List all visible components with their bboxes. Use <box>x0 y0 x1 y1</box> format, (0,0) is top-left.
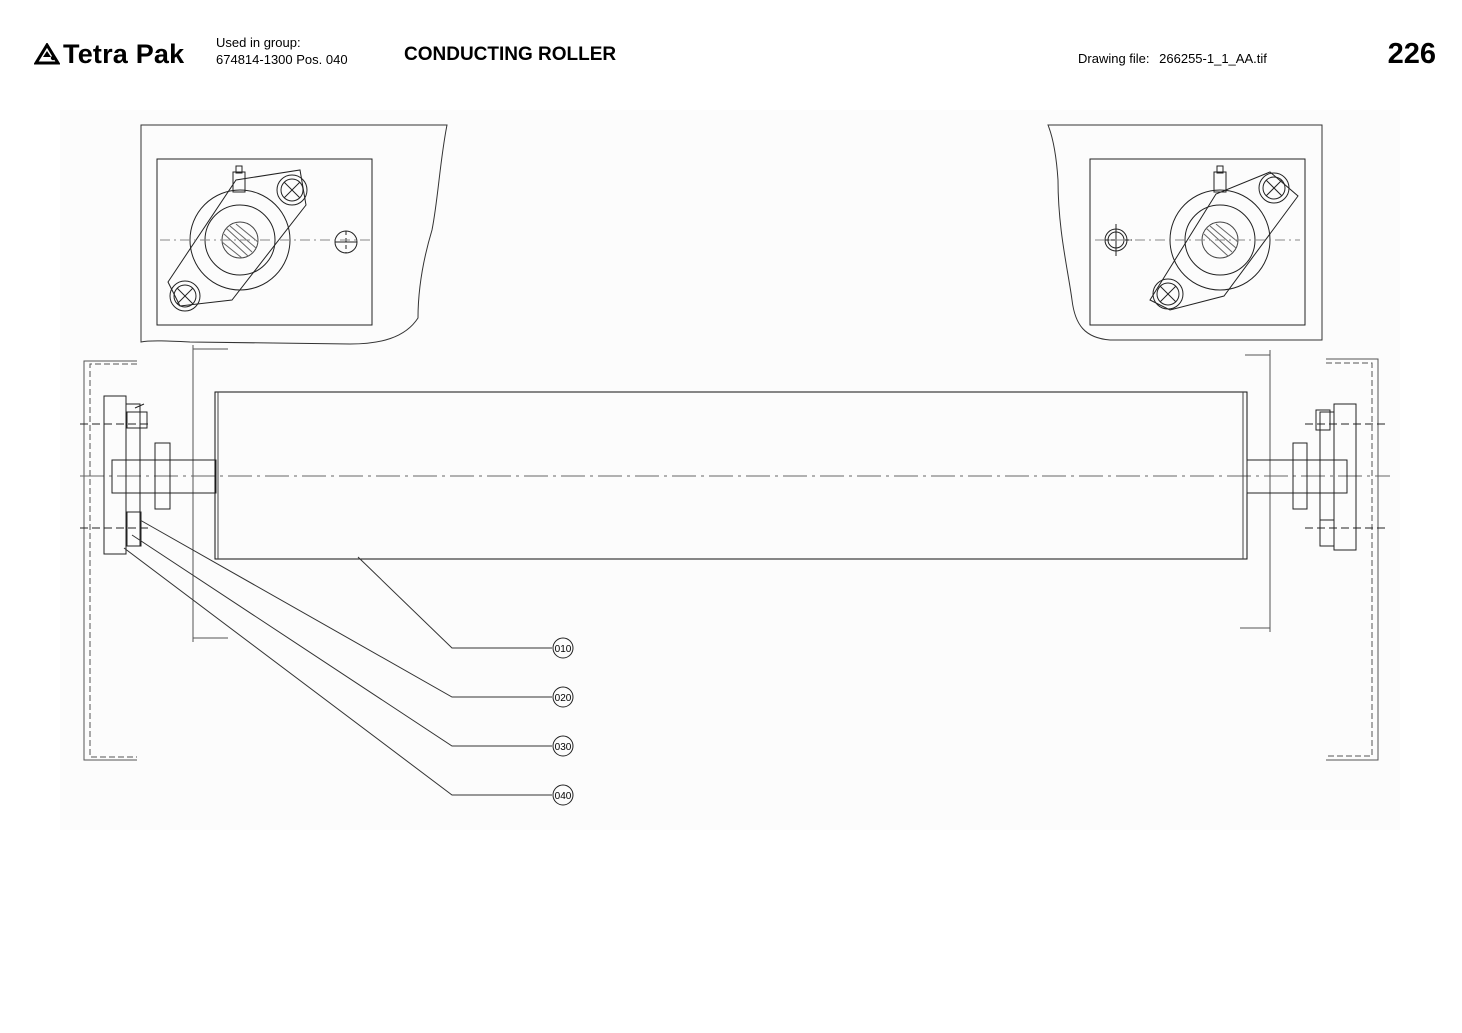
callout-label: 040 <box>555 791 572 802</box>
callouts: 010 020 030 040 <box>552 637 574 806</box>
page-title: CONDUCTING ROLLER <box>404 44 617 65</box>
group-value: 674814-1300 Pos. 040 <box>216 52 348 67</box>
callout-label: 030 <box>555 742 572 753</box>
page-header: Tetra Pak Used in group: 674814-1300 Pos… <box>0 0 1462 100</box>
brand-name: Tetra Pak <box>63 38 185 69</box>
bearing-detail-right <box>1047 124 1323 341</box>
logo: Tetra Pak <box>34 36 184 72</box>
tetra-pak-triangle-icon <box>34 43 60 65</box>
drawing-file: Drawing file: 266255-1_1_AA.tif <box>1078 51 1267 66</box>
leader-lines <box>123 519 552 796</box>
group-label: Used in group: <box>216 35 301 50</box>
page-number: 226 <box>1387 38 1436 70</box>
callout-040: 040 <box>552 784 574 806</box>
left-shaft-assembly <box>80 395 217 555</box>
frame-outline <box>83 345 1379 761</box>
bearing-detail-left <box>140 124 448 345</box>
drawing-file-label: Drawing file: <box>1078 51 1150 66</box>
right-shaft-assembly <box>1246 403 1385 551</box>
callout-030: 030 <box>552 735 574 757</box>
used-in-group: Used in group: 674814-1300 Pos. 040 <box>216 34 348 68</box>
roller-drawing: 010 020 030 040 <box>80 124 1390 806</box>
drawing-file-value: 266255-1_1_AA.tif <box>1159 51 1267 66</box>
callout-label: 020 <box>555 693 572 704</box>
callout-label: 010 <box>555 644 572 655</box>
technical-drawing: 010 020 030 040 <box>60 110 1400 830</box>
callout-020: 020 <box>552 686 574 708</box>
callout-010: 010 <box>552 637 574 659</box>
